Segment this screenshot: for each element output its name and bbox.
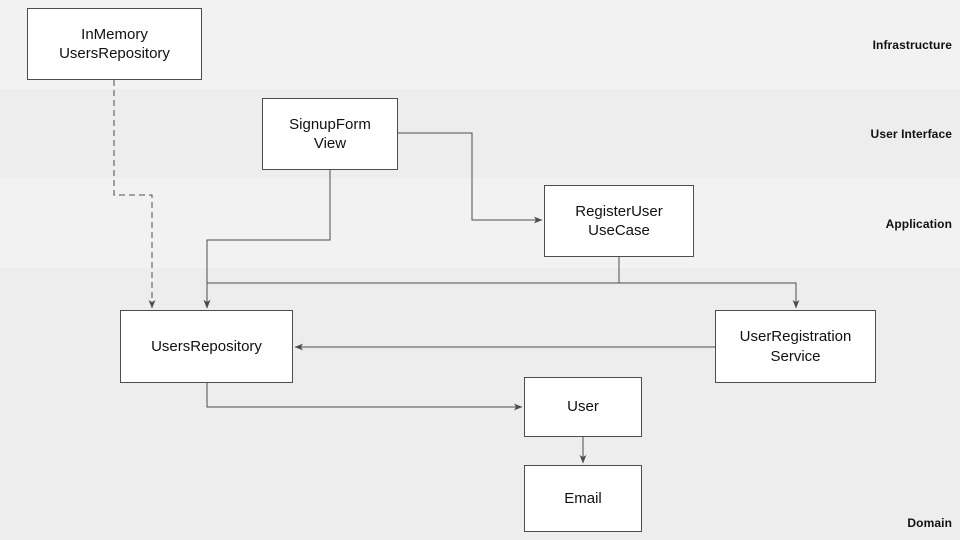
- node-inmemory-users-repository[interactable]: InMemory UsersRepository: [27, 8, 202, 80]
- band-domain: [0, 268, 960, 540]
- node-email[interactable]: Email: [524, 465, 642, 532]
- node-signup-form-view[interactable]: SignupForm View: [262, 98, 398, 170]
- band-user-interface: [0, 89, 960, 178]
- band-label-infrastructure: Infrastructure: [872, 38, 952, 52]
- node-user-registration-service[interactable]: UserRegistration Service: [715, 310, 876, 383]
- node-users-repository[interactable]: UsersRepository: [120, 310, 293, 383]
- band-application: [0, 178, 960, 268]
- band-label-application: Application: [885, 217, 952, 231]
- node-user[interactable]: User: [524, 377, 642, 437]
- band-label-domain: Domain: [907, 516, 952, 530]
- node-register-user-use-case[interactable]: RegisterUser UseCase: [544, 185, 694, 257]
- band-label-user-interface: User Interface: [870, 127, 952, 141]
